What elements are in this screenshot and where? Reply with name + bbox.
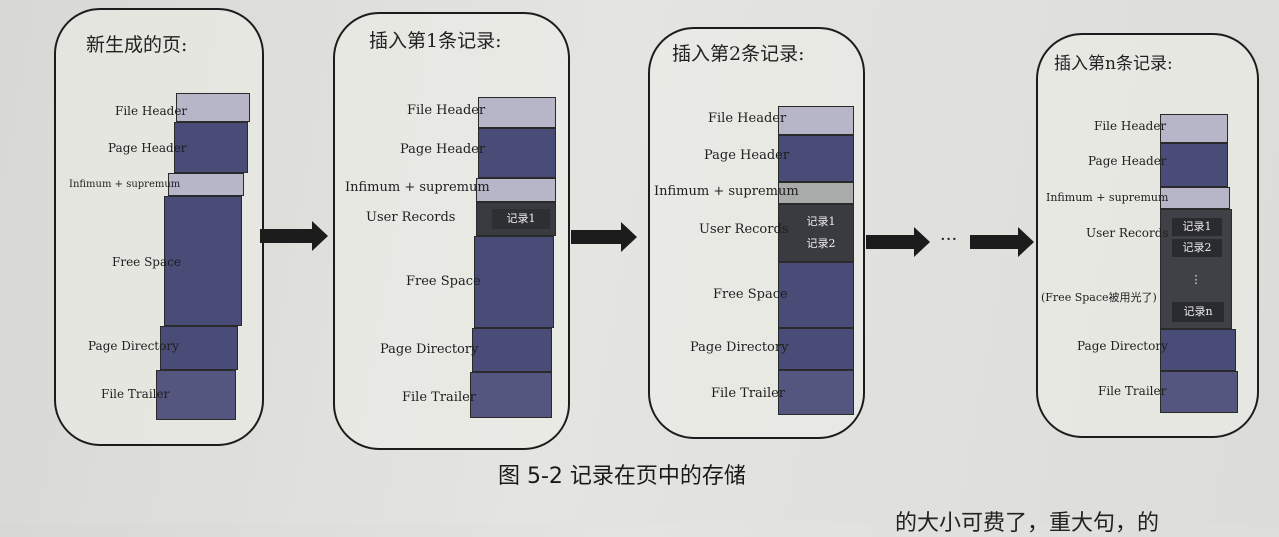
label-user-records: User Records xyxy=(1086,226,1169,240)
cut-off-body-text: 的大小可费了，重大句，的 xyxy=(895,511,1160,536)
page-header-block xyxy=(1160,143,1228,187)
record-n: 记录n xyxy=(1172,302,1224,322)
label-file-header: File Header xyxy=(708,111,787,126)
panel-title: 插入第1条记录: xyxy=(369,30,502,52)
free-space-block xyxy=(474,236,554,328)
page-directory-block xyxy=(778,328,854,370)
label-free-space: Free Space xyxy=(406,274,481,289)
record-1: 记录1 xyxy=(1172,218,1222,236)
arrow-right-2 xyxy=(571,222,637,252)
label-page-directory: Page Directory xyxy=(1077,339,1168,353)
file-header-block xyxy=(1160,114,1228,143)
record-1: 记录1 xyxy=(492,209,550,229)
page-directory-block xyxy=(1160,329,1236,371)
figure-caption: 图 5-2 记录在页中的存储 xyxy=(498,464,746,489)
record-2: 记录2 xyxy=(1172,239,1222,257)
label-file-trailer: File Trailer xyxy=(101,387,170,401)
label-file-trailer: File Trailer xyxy=(1098,384,1167,398)
label-page-header: Page Header xyxy=(400,142,486,157)
label-free-space-used: (Free Space被用光了) xyxy=(1041,291,1157,304)
infimum-supremum-block xyxy=(778,182,854,204)
user-records-block xyxy=(778,204,854,262)
infimum-supremum-block xyxy=(1160,187,1230,209)
label-page-header: Page Header xyxy=(108,141,187,155)
infimum-supremum-block xyxy=(476,178,556,202)
page-directory-block xyxy=(472,328,552,372)
label-file-trailer: File Trailer xyxy=(402,390,477,405)
page-header-block xyxy=(174,122,248,173)
label-infimum: Infimum + supremum xyxy=(654,184,799,199)
page-header-block xyxy=(778,135,854,182)
arrow-right-3 xyxy=(866,227,930,257)
label-infimum: Infimum + supremum xyxy=(69,179,181,190)
label-user-records: User Records xyxy=(366,210,456,225)
page-header-block xyxy=(478,128,556,178)
label-file-trailer: File Trailer xyxy=(711,386,786,401)
label-user-records: User Records xyxy=(699,222,789,237)
label-free-space: Free Space xyxy=(713,287,788,302)
ellipsis: ··· xyxy=(940,229,958,250)
page-directory-block xyxy=(160,326,238,370)
label-file-header: File Header xyxy=(115,104,188,118)
file-header-block xyxy=(478,97,556,128)
label-page-directory: Page Directory xyxy=(380,342,479,357)
file-trailer-block xyxy=(778,370,854,415)
panel-title: 新生成的页: xyxy=(86,34,188,56)
label-page-header: Page Header xyxy=(1088,154,1167,168)
file-trailer-block xyxy=(156,370,236,420)
record-vdots: ⋮ xyxy=(1190,273,1202,286)
record-1: 记录1 xyxy=(806,215,836,228)
label-infimum: Infimum + supremum xyxy=(1046,191,1169,204)
file-header-block xyxy=(778,106,854,135)
arrow-right-1 xyxy=(260,221,328,251)
file-header-block xyxy=(176,93,250,122)
label-file-header: File Header xyxy=(407,103,486,118)
panel-title: 插入第n条记录: xyxy=(1054,54,1173,74)
free-space-block xyxy=(164,196,242,326)
free-space-block xyxy=(778,262,854,328)
file-trailer-block xyxy=(1160,371,1238,413)
infimum-supremum-block xyxy=(168,173,244,196)
panel-title: 插入第2条记录: xyxy=(672,43,805,65)
label-file-header: File Header xyxy=(1094,119,1167,133)
file-trailer-block xyxy=(470,372,552,418)
label-free-space: Free Space xyxy=(112,255,181,269)
label-page-header: Page Header xyxy=(704,148,790,163)
label-infimum: Infimum + supremum xyxy=(345,180,490,195)
label-page-directory: Page Directory xyxy=(88,339,179,353)
record-2: 记录2 xyxy=(806,237,836,250)
arrow-right-4 xyxy=(970,227,1034,257)
label-page-directory: Page Directory xyxy=(690,340,789,355)
